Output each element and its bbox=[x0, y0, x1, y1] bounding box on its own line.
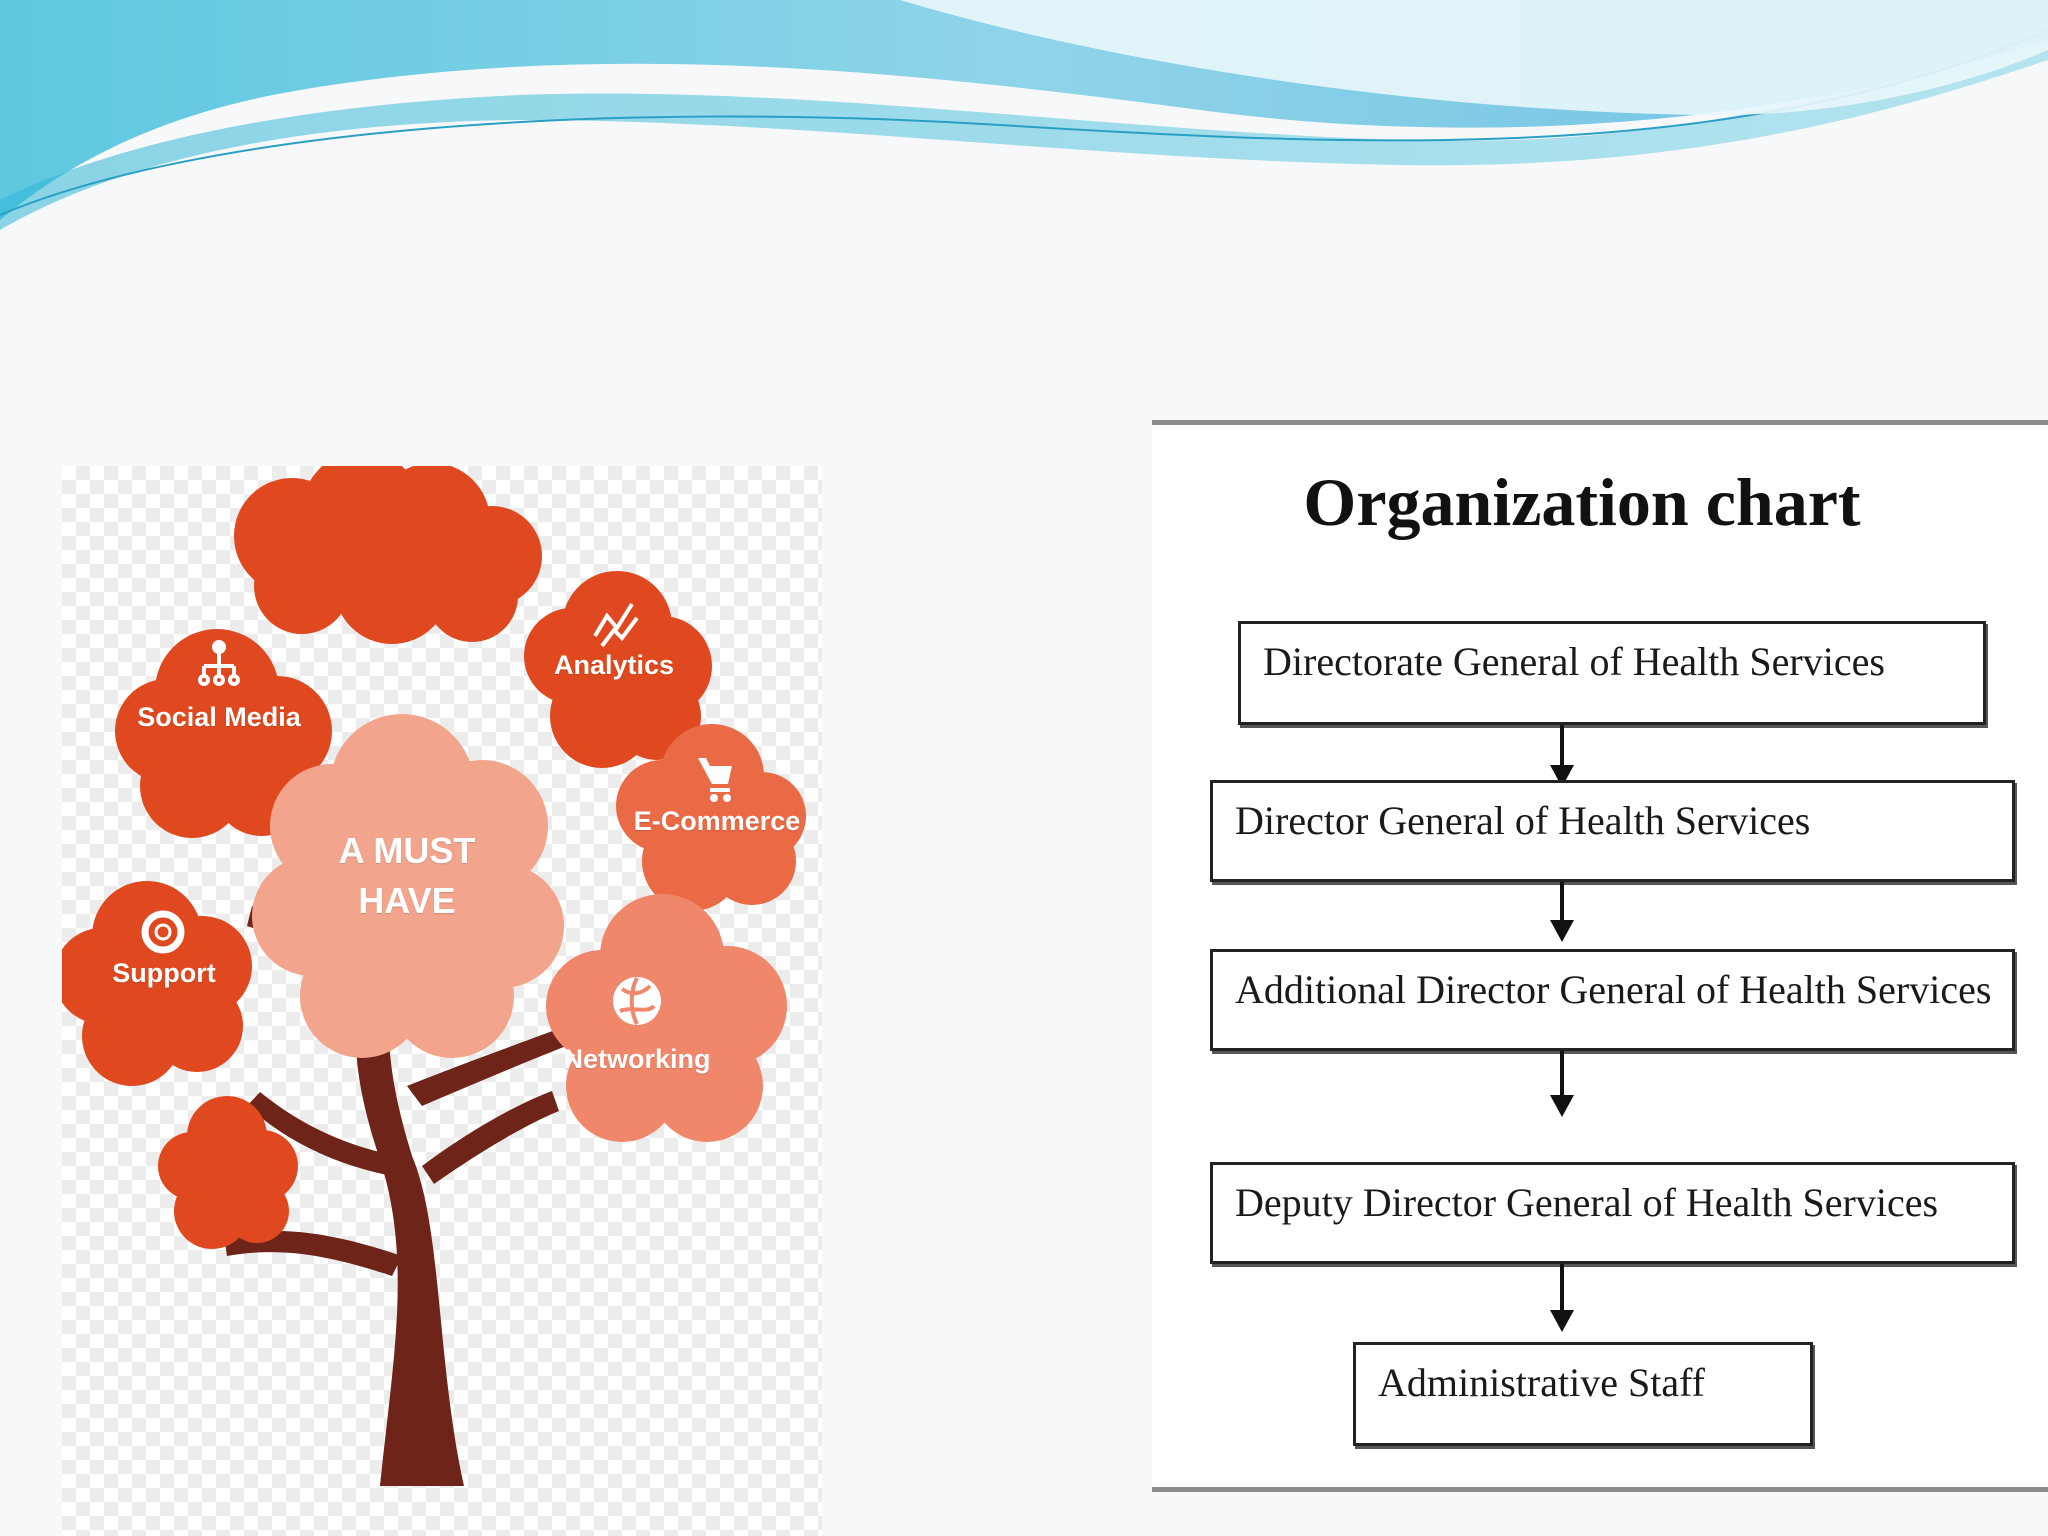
leaf-label-social-media: Social Media bbox=[137, 702, 301, 732]
hierarchy-icon bbox=[198, 640, 240, 686]
org-box-additional-director-general: Additional Director General of Health Se… bbox=[1210, 949, 2015, 1051]
shopping-cart-icon bbox=[698, 758, 732, 802]
center-label-line1: A MUST bbox=[338, 830, 476, 871]
leaf-label-support: Support bbox=[112, 958, 216, 988]
center-cloud bbox=[252, 714, 564, 1058]
arrow-down-icon bbox=[1550, 882, 1574, 942]
top-cloud bbox=[234, 466, 542, 644]
small-cloud bbox=[158, 1096, 298, 1249]
networking-cloud bbox=[546, 894, 787, 1142]
center-label-line2: HAVE bbox=[358, 880, 456, 921]
trend-chart-icon bbox=[593, 602, 639, 648]
arrow-down-icon bbox=[1550, 1051, 1574, 1117]
tree-drawing bbox=[62, 466, 806, 1486]
leaf-label-analytics: Analytics bbox=[553, 650, 675, 680]
must-have-tree-graphic: A MUST HAVE Social Media Analytics E-Com… bbox=[62, 466, 822, 1536]
organization-chart: Organization chart Directorate General o… bbox=[1152, 420, 2048, 1492]
center-cloud-label: A MUST HAVE bbox=[339, 826, 476, 926]
arrow-down-icon bbox=[1550, 725, 1574, 787]
org-box-administrative-staff: Administrative Staff bbox=[1353, 1342, 1813, 1446]
globe-icon bbox=[613, 977, 661, 1025]
org-box-deputy-director-general: Deputy Director General of Health Servic… bbox=[1210, 1162, 2015, 1264]
lifebuoy-icon bbox=[141, 910, 185, 954]
org-chart-title: Organization chart bbox=[1303, 464, 1861, 540]
org-box-director-general: Director General of Health Services bbox=[1210, 780, 2015, 882]
leaf-label-networking: Networking bbox=[563, 1044, 711, 1074]
wave-header bbox=[0, 0, 2048, 230]
arrow-down-icon bbox=[1550, 1264, 1574, 1332]
support-cloud bbox=[62, 881, 252, 1086]
leaf-label-e-commerce: E-Commerce bbox=[633, 806, 801, 836]
e-commerce-cloud bbox=[616, 724, 806, 911]
org-box-directorate: Directorate General of Health Services bbox=[1238, 621, 1986, 725]
